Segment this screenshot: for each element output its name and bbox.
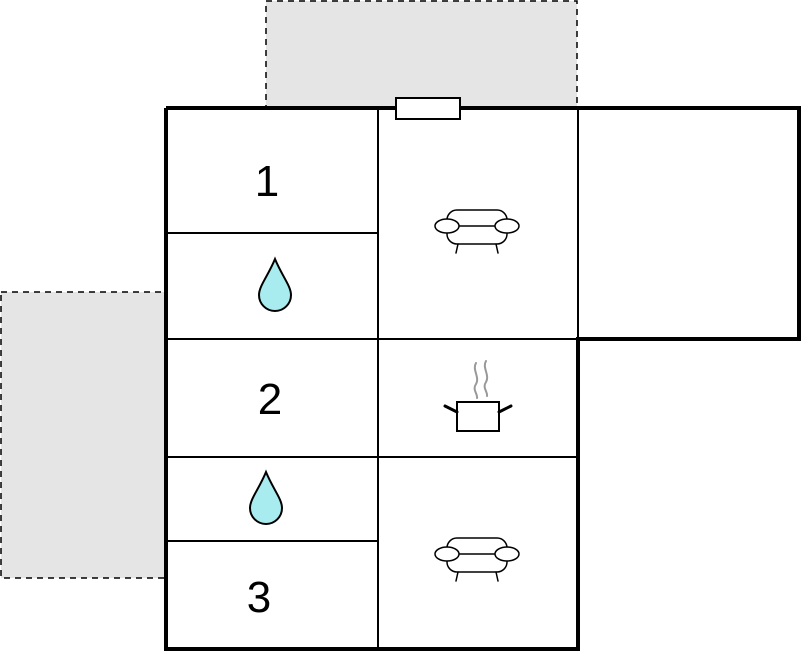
water-drop-icon [248,469,284,525]
room-label-1: 1 [255,157,279,206]
room-label-2: 2 [258,375,282,424]
window [395,97,461,120]
water-drop-icon [257,256,293,312]
terrace-left [0,291,166,579]
room-label-3: 3 [247,573,271,622]
sofa-icon [434,209,520,254]
sofa-icon [434,537,520,582]
terrace-top [265,0,578,109]
interior-walls [166,108,579,649]
cooking-pot-icon [443,360,513,432]
